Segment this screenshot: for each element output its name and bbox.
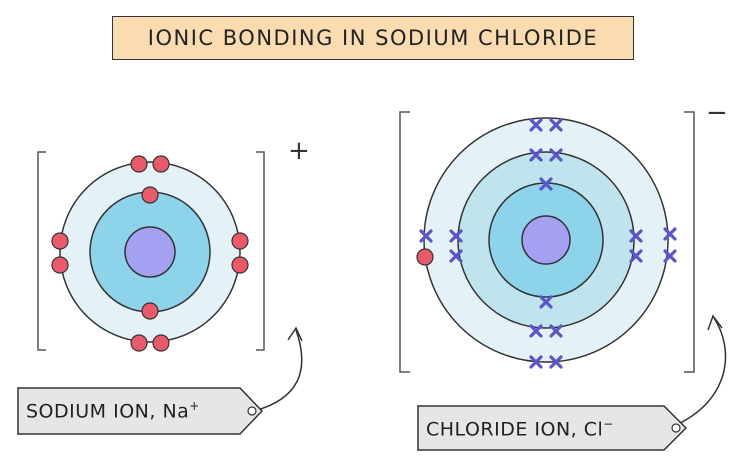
electron-dot: [130, 334, 148, 352]
electron-dot: [231, 256, 249, 274]
electron-cross: [419, 229, 433, 243]
electron-cross: [549, 118, 563, 132]
chloride-arrow: [675, 317, 727, 426]
electron-cross: [629, 229, 643, 243]
electron-cross: [663, 249, 677, 263]
electron-cross: [663, 227, 677, 241]
electron-dot: [141, 186, 159, 204]
electron-cross: [549, 324, 563, 338]
electron-cross: [629, 249, 643, 263]
chloride-gained-electron: [416, 248, 434, 266]
chloride-ion-label: CHLORIDE ION, Cl−: [426, 417, 614, 441]
chloride-nucleus: [521, 215, 571, 265]
chloride-label-tag: [417, 405, 688, 451]
electron-cross: [529, 118, 543, 132]
chloride-charge: −: [706, 98, 728, 128]
sodium-arrow: [249, 329, 303, 413]
electron-dot: [152, 155, 170, 173]
electron-cross: [539, 177, 553, 191]
electron-dot: [141, 302, 159, 320]
diagram-title: IONIC BONDING IN SODIUM CHLORIDE: [147, 26, 599, 50]
sodium-arrowhead: [287, 326, 303, 342]
sodium-electrons: [51, 155, 249, 352]
sodium-charge: +: [288, 136, 310, 166]
electron-dot: [51, 232, 69, 250]
electron-dot: [130, 155, 148, 173]
chloride-electrons: [419, 118, 677, 369]
electron-cross: [449, 249, 463, 263]
sodium-nucleus: [124, 226, 176, 278]
electron-dot: [51, 256, 69, 274]
electron-cross: [529, 355, 543, 369]
sodium-label-tag: [17, 387, 264, 435]
title-box: IONIC BONDING IN SODIUM CHLORIDE: [112, 16, 634, 60]
sodium-tag-hole: [247, 406, 257, 416]
sodium-ion-label: SODIUM ION, Na+: [26, 399, 200, 423]
chloride-tag-hole: [671, 423, 681, 433]
electron-cross: [549, 355, 563, 369]
electron-dot: [152, 334, 170, 352]
electron-cross: [529, 324, 543, 338]
electron-cross: [549, 148, 563, 162]
electron-cross: [539, 295, 553, 309]
chloride-left-bracket: [399, 111, 410, 373]
electron-cross: [529, 148, 543, 162]
chloride-right-bracket: [684, 111, 695, 373]
chloride-arrowhead: [707, 314, 723, 331]
electron-cross: [449, 229, 463, 243]
sodium-right-bracket: [256, 151, 265, 351]
sodium-left-bracket: [37, 151, 46, 351]
electron-dot: [231, 232, 249, 250]
